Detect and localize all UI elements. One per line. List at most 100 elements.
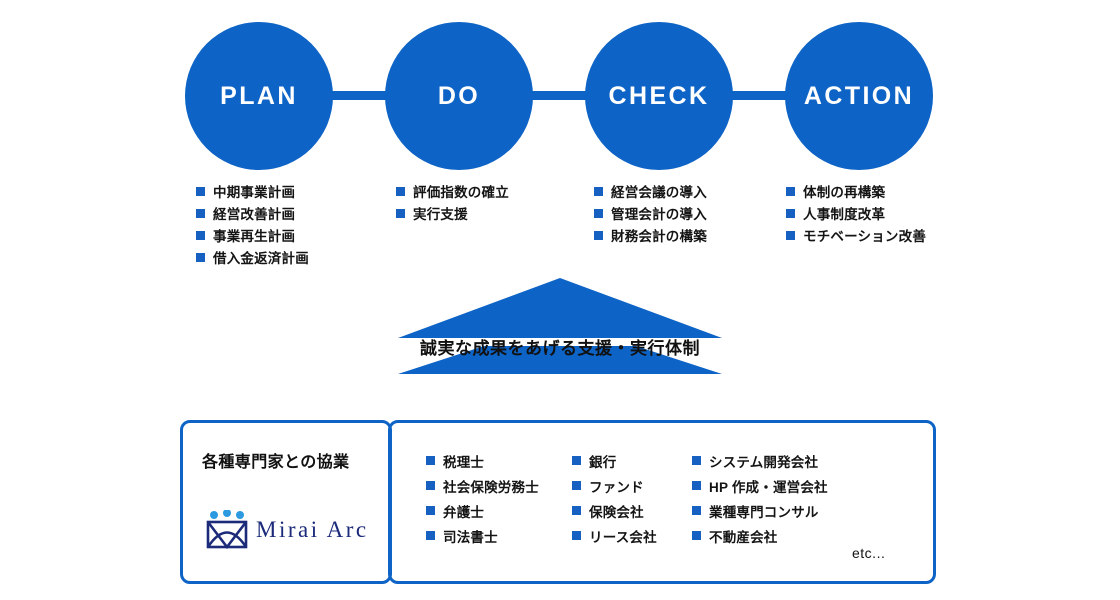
pdca-circle-action[interactable]: ACTION (785, 22, 933, 170)
pdca-circle-check[interactable]: CHECK (585, 22, 733, 170)
list-item: 業種専門コンサル (692, 498, 828, 523)
list-item-label: モチベーション改善 (803, 229, 927, 244)
list-item-label: 業種専門コンサル (709, 504, 819, 520)
etc-label: etc... (852, 545, 886, 561)
list-item-label: 銀行 (589, 454, 617, 470)
bullet-square-icon (786, 230, 795, 240)
list-item: 中期事業計画 (196, 180, 309, 202)
partner-column-2: 銀行 ファンド 保険会社 リース会社 (572, 448, 657, 548)
list-item: 財務会計の構築 (594, 224, 707, 246)
list-item: システム開発会社 (692, 448, 828, 473)
list-item-label: 経営改善計画 (213, 207, 296, 222)
list-item: 借入金返済計画 (196, 246, 309, 268)
list-item: 体制の再構築 (786, 180, 926, 202)
bullet-square-icon (196, 230, 205, 240)
pdca-list-do: 評価指数の確立 実行支援 (396, 180, 509, 224)
list-item: 経営改善計画 (196, 202, 309, 224)
list-item-label: 司法書士 (443, 529, 498, 545)
list-item: 保険会社 (572, 498, 657, 523)
list-item-label: 経営会議の導入 (611, 185, 707, 200)
bullet-square-icon (786, 208, 795, 218)
list-item-label: HP 作成・運営会社 (709, 479, 828, 495)
list-item-label: 弁護士 (443, 504, 485, 520)
list-item-label: 中期事業計画 (213, 185, 296, 200)
support-arrow-caption: 誠実な成果をあげる支援・実行体制 (420, 339, 700, 358)
list-item: 社会保険労務士 (426, 473, 539, 498)
bullet-square-icon (396, 208, 405, 218)
support-arrow-banner: 誠実な成果をあげる支援・実行体制 (398, 278, 722, 394)
list-item: 司法書士 (426, 523, 539, 548)
list-item: 評価指数の確立 (396, 180, 509, 202)
bullet-square-icon (594, 208, 603, 218)
connector-do-check (520, 91, 606, 100)
bullet-square-icon (572, 456, 581, 465)
bullet-square-icon (196, 186, 205, 196)
bullet-square-icon (426, 506, 435, 515)
list-item: モチベーション改善 (786, 224, 926, 246)
list-item: 実行支援 (396, 202, 509, 224)
pdca-list-action: 体制の再構築 人事制度改革 モチベーション改善 (786, 180, 926, 246)
bullet-square-icon (572, 506, 581, 515)
pdca-cycle-diagram: PLAN DO CHECK ACTION (0, 0, 1120, 170)
pdca-circle-plan[interactable]: PLAN (185, 22, 333, 170)
up-arrow-icon (398, 278, 722, 338)
list-item-label: 事業再生計画 (213, 229, 296, 244)
mirai-arc-logo-icon (206, 510, 248, 550)
bullet-square-icon (692, 531, 701, 540)
bullet-square-icon (692, 456, 701, 465)
bullet-square-icon (426, 531, 435, 540)
list-item-label: 税理士 (443, 454, 485, 470)
list-item-label: 管理会計の導入 (611, 207, 707, 222)
list-item-label: ファンド (589, 479, 644, 495)
list-item-label: 実行支援 (413, 207, 468, 222)
list-item-label: 保険会社 (589, 504, 644, 520)
bullet-square-icon (196, 208, 205, 218)
list-item-label: 体制の再構築 (803, 185, 886, 200)
list-item-label: 不動産会社 (709, 529, 778, 545)
list-item-label: 人事制度改革 (803, 207, 886, 222)
pdca-circle-plan-label: PLAN (220, 81, 298, 110)
list-item: 事業再生計画 (196, 224, 309, 246)
pdca-list-check: 経営会議の導入 管理会計の導入 財務会計の構築 (594, 180, 707, 246)
bullet-square-icon (426, 456, 435, 465)
list-item: 経営会議の導入 (594, 180, 707, 202)
up-arrow-base-icon (398, 346, 722, 374)
partners-section: 各種専門家との協業 Mirai Arc 税理士 社会保険労務士 弁護士 司法書士 (180, 420, 936, 584)
bullet-square-icon (196, 252, 205, 262)
pdca-circle-do[interactable]: DO (385, 22, 533, 170)
pdca-item-lists: 中期事業計画 経営改善計画 事業再生計画 借入金返済計画 評価指数の確立 実行支… (0, 180, 1120, 280)
list-item: 税理士 (426, 448, 539, 473)
partner-column-3: システム開発会社 HP 作成・運営会社 業種専門コンサル 不動産会社 (692, 448, 828, 548)
list-item-label: 借入金返済計画 (213, 251, 309, 266)
pdca-list-plan: 中期事業計画 経営改善計画 事業再生計画 借入金返済計画 (196, 180, 309, 268)
connector-check-action (720, 91, 806, 100)
list-item: 管理会計の導入 (594, 202, 707, 224)
pdca-circle-check-label: CHECK (608, 81, 710, 110)
bullet-square-icon (396, 186, 405, 196)
mirai-arc-logo: Mirai Arc (206, 510, 369, 550)
bullet-square-icon (572, 481, 581, 490)
list-item-label: 評価指数の確立 (413, 185, 509, 200)
bullet-square-icon (594, 230, 603, 240)
bullet-square-icon (572, 531, 581, 540)
list-item-label: リース会社 (589, 529, 657, 545)
list-item-label: 社会保険労務士 (443, 479, 539, 495)
list-item: HP 作成・運営会社 (692, 473, 828, 498)
list-item: リース会社 (572, 523, 657, 548)
connector-plan-do (320, 91, 406, 100)
bullet-square-icon (426, 481, 435, 490)
partner-list-box (388, 420, 936, 584)
list-item-label: 財務会計の構築 (611, 229, 707, 244)
list-item: 銀行 (572, 448, 657, 473)
mirai-arc-wordmark: Mirai Arc (256, 517, 369, 542)
list-item: 不動産会社 (692, 523, 828, 548)
partner-section-title: 各種専門家との協業 (202, 454, 350, 471)
bullet-square-icon (692, 506, 701, 515)
bullet-square-icon (594, 186, 603, 196)
bullet-square-icon (692, 481, 701, 490)
pdca-circle-do-label: DO (437, 81, 481, 110)
list-item: 人事制度改革 (786, 202, 926, 224)
list-item: ファンド (572, 473, 657, 498)
list-item-label: システム開発会社 (709, 454, 819, 470)
pdca-circle-action-label: ACTION (803, 81, 915, 110)
